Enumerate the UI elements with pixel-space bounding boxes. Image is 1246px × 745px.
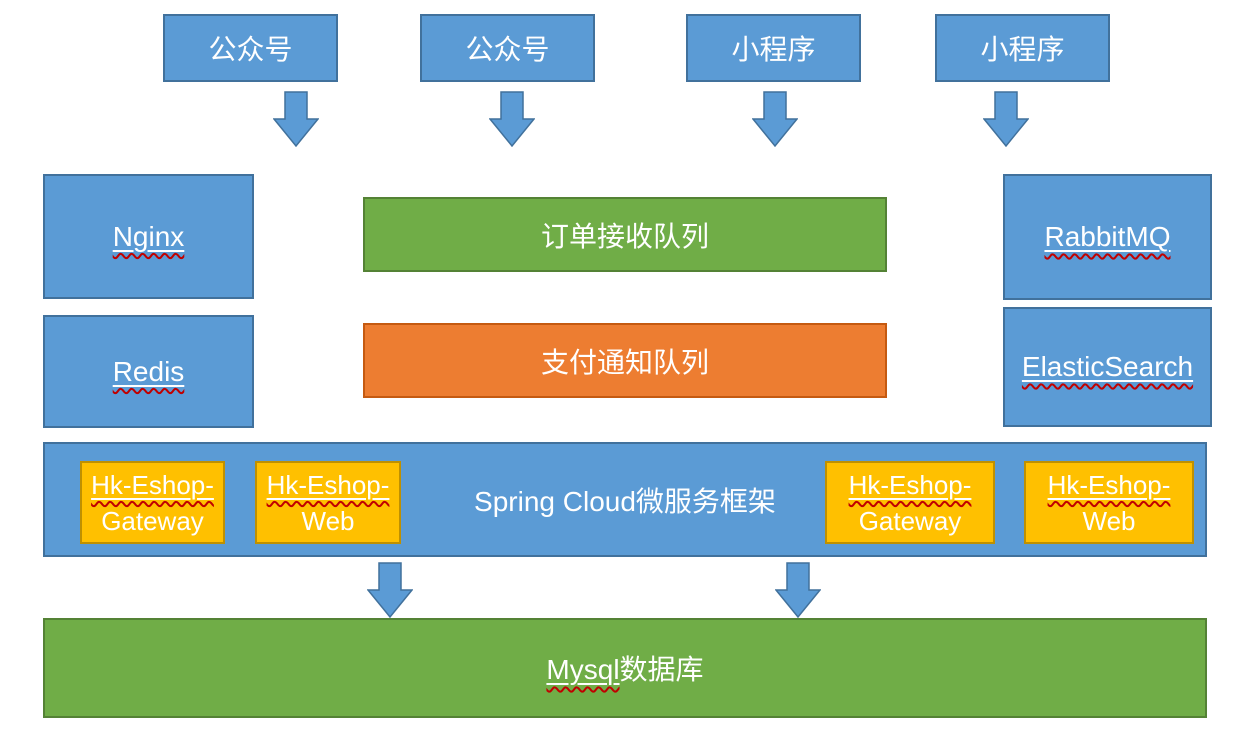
client-box-gongzhonghao-1: 公众号 xyxy=(163,14,338,82)
elasticsearch-label: ElasticSearch xyxy=(1021,351,1194,382)
service-line2: Gateway xyxy=(858,505,962,536)
payment-notify-queue-box: 支付通知队列 xyxy=(363,323,887,398)
mysql-word: Mysql xyxy=(546,654,620,685)
service-line1: Hk-Eshop- xyxy=(266,469,390,500)
down-arrow-icon xyxy=(273,91,319,147)
service-line2: Web xyxy=(1082,505,1136,536)
elasticsearch-box: ElasticSearch xyxy=(1003,307,1212,427)
client-label: 公众号 xyxy=(208,34,293,65)
service-line1: Hk-Eshop- xyxy=(91,469,214,500)
down-arrow-icon xyxy=(489,91,535,147)
client-box-gongzhonghao-2: 公众号 xyxy=(420,14,595,82)
down-arrow-icon xyxy=(752,91,798,147)
client-box-xiaochengxu-1: 小程序 xyxy=(686,14,861,82)
rabbitmq-box: RabbitMQ xyxy=(1003,174,1212,300)
spring-cloud-framework-bar: Spring Cloud微服务框架 Hk-Eshop- Gateway Hk-E… xyxy=(43,442,1207,557)
nginx-label: Nginx xyxy=(112,220,185,252)
mysql-database-label: Mysql数据库 xyxy=(546,648,703,688)
redis-label: Redis xyxy=(112,355,185,387)
client-label: 小程序 xyxy=(731,34,816,65)
down-arrow-icon xyxy=(775,562,821,618)
payment-notify-queue-label: 支付通知队列 xyxy=(540,346,709,378)
service-line1: Hk-Eshop- xyxy=(1047,469,1171,500)
client-box-xiaochengxu-2: 小程序 xyxy=(935,14,1110,82)
redis-box: Redis xyxy=(43,315,254,428)
client-label: 小程序 xyxy=(980,34,1065,65)
down-arrow-icon xyxy=(983,91,1029,147)
service-box-gateway-2: Hk-Eshop- Gateway xyxy=(825,461,995,544)
service-box-web-1: Hk-Eshop- Web xyxy=(255,461,401,544)
rabbitmq-label: RabbitMQ xyxy=(1044,221,1171,252)
order-receive-queue-label: 订单接收队列 xyxy=(540,220,709,252)
service-box-web-2: Hk-Eshop- Web xyxy=(1024,461,1194,544)
spring-cloud-framework-title: Spring Cloud微服务框架 xyxy=(474,485,776,517)
down-arrow-icon xyxy=(367,562,413,618)
database-suffix: 数据库 xyxy=(619,654,704,685)
nginx-box: Nginx xyxy=(43,174,254,299)
service-line2: Web xyxy=(301,505,355,536)
service-box-gateway-1: Hk-Eshop- Gateway xyxy=(80,461,225,544)
mysql-database-bar: Mysql数据库 xyxy=(43,618,1207,718)
order-receive-queue-box: 订单接收队列 xyxy=(363,197,887,272)
service-line2: Gateway xyxy=(101,505,204,536)
client-label: 公众号 xyxy=(465,34,550,65)
service-line1: Hk-Eshop- xyxy=(848,469,972,500)
